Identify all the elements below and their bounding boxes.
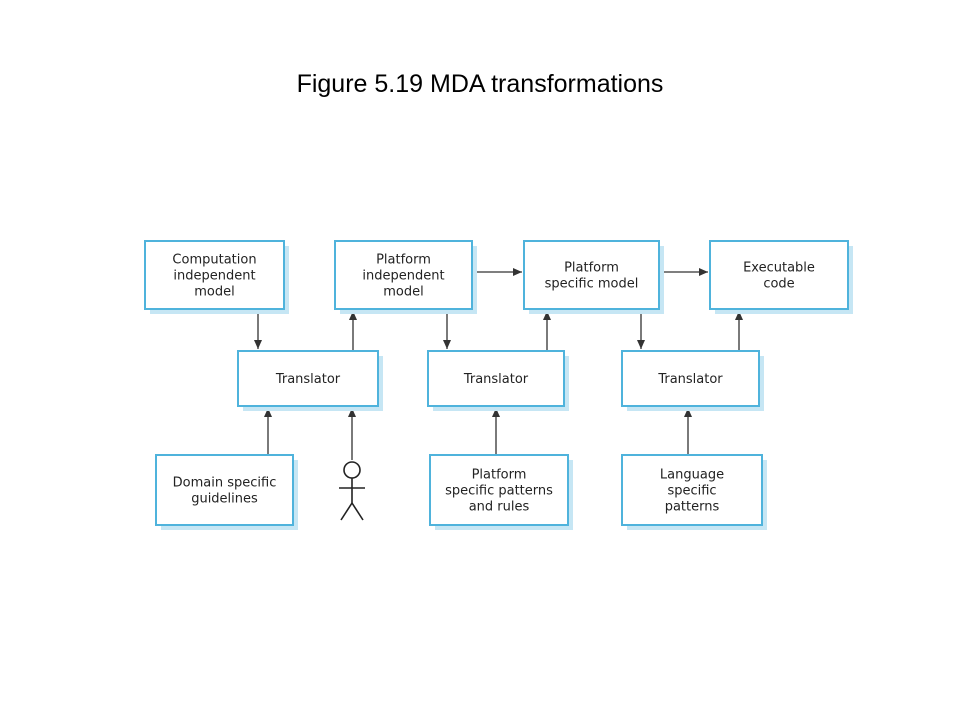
node-label-line: patterns xyxy=(665,500,720,515)
node-label-line: Computation xyxy=(172,253,256,268)
node-label-line: Domain specific xyxy=(173,476,277,491)
node-box xyxy=(429,454,569,526)
node-label-line: Executable xyxy=(743,261,815,276)
node-label-line: independent xyxy=(173,269,255,284)
node-box xyxy=(155,454,294,526)
node-box xyxy=(427,350,565,407)
edges-layer xyxy=(254,268,743,460)
node-label-line: and rules xyxy=(469,500,530,515)
actor-head xyxy=(343,461,361,479)
node-label-line: independent xyxy=(362,269,444,284)
node-box xyxy=(621,350,760,407)
actor-left-leg xyxy=(340,502,353,521)
node-label-line: guidelines xyxy=(191,492,258,507)
node-box xyxy=(523,240,660,310)
node-label-line: Platform xyxy=(564,261,619,276)
node-label-line: specific patterns xyxy=(445,484,553,499)
node-label-line: model xyxy=(383,285,423,300)
node-label-line: Translator xyxy=(463,372,529,387)
node-box xyxy=(144,240,285,310)
node-label-line: Translator xyxy=(275,372,341,387)
actor-figure xyxy=(339,461,365,521)
node-box xyxy=(237,350,379,407)
node-label-line: Platform xyxy=(472,468,527,483)
node-label-line: code xyxy=(763,277,794,292)
node-label-line: specific model xyxy=(545,277,639,292)
node-label-line: Translator xyxy=(657,372,723,387)
node-translator2: Translator xyxy=(427,350,569,411)
node-box xyxy=(709,240,849,310)
nodes-layer: ComputationindependentmodelPlatformindep… xyxy=(144,240,853,530)
node-label-line: Language xyxy=(660,468,724,483)
node-translator1: Translator xyxy=(237,350,383,411)
slide-title: Figure 5.19 MDA transformations xyxy=(296,70,664,98)
node-label-line: model xyxy=(194,285,234,300)
node-box xyxy=(621,454,763,526)
node-translator3: Translator xyxy=(621,350,764,411)
node-box xyxy=(334,240,473,310)
actor-right-leg xyxy=(351,502,364,521)
node-label-line: Platform xyxy=(376,253,431,268)
node-label-line: specific xyxy=(667,484,716,499)
